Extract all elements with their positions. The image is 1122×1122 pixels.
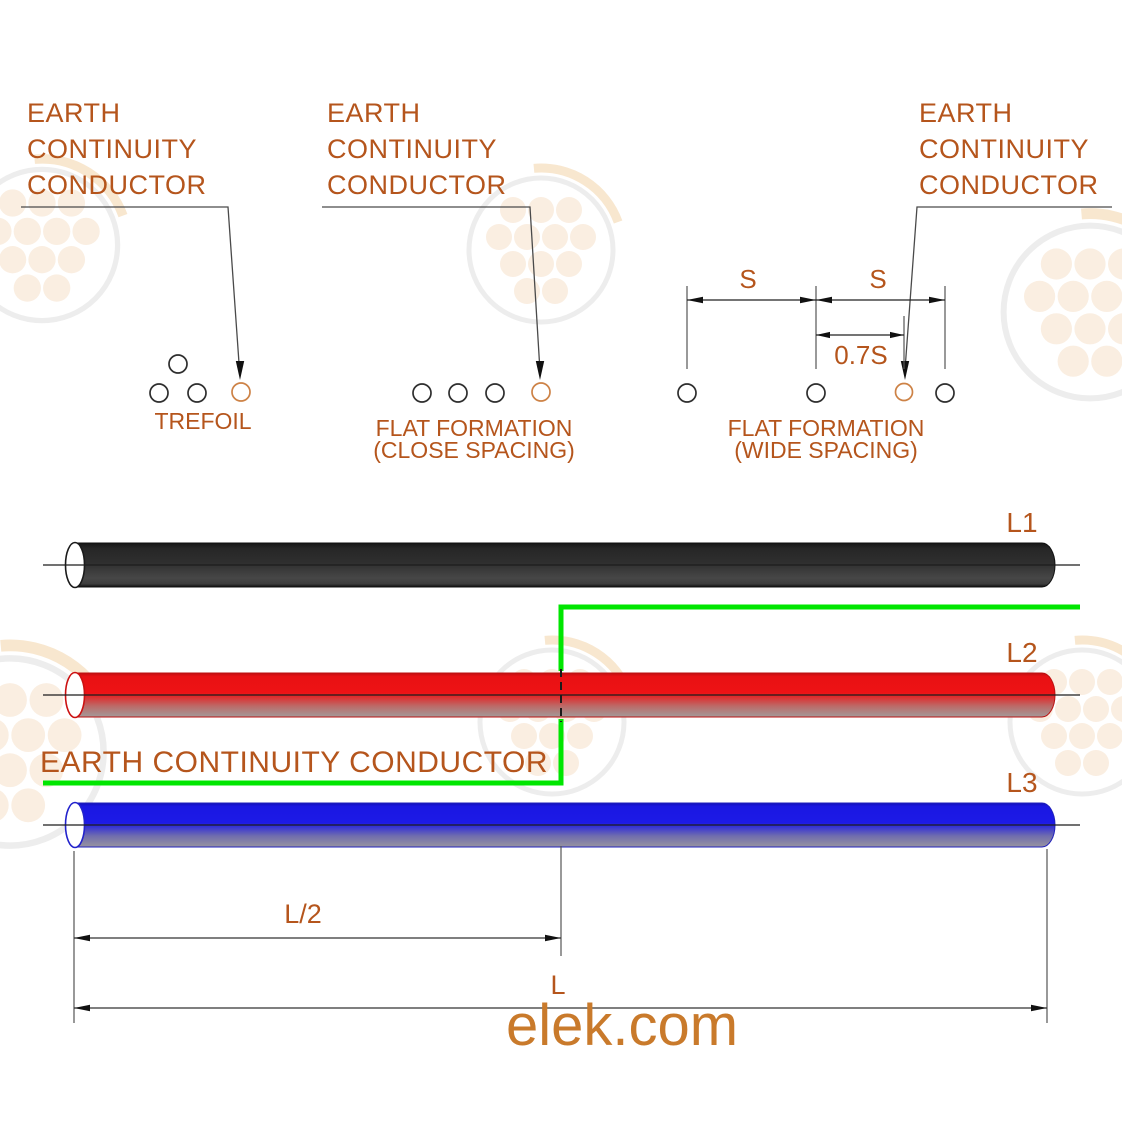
phase-conductor-circle: [677, 383, 697, 403]
phase-l1-label: L1: [1006, 507, 1038, 538]
brand-watermark: elek.com: [506, 993, 739, 1058]
ecc-run-lower: [43, 719, 564, 786]
trefoil-formation: [149, 354, 251, 403]
ecc-label-line: CONDUCTOR: [27, 170, 207, 200]
phase-conductor-circle: [806, 383, 826, 403]
flat-close-caption-line1: FLAT FORMATION: [375, 415, 573, 441]
dim-full-length-label: L: [550, 970, 566, 1000]
ecc-label-line: CONTINUITY: [27, 134, 197, 164]
ecc-leader-flat-close: [322, 206, 541, 364]
ecc-label-flat-wide: EARTH CONTINUITY CONDUCTOR: [919, 95, 1099, 203]
ecc-label-flat-close: EARTH CONTINUITY CONDUCTOR: [327, 95, 507, 203]
ecc-label-line: CONDUCTOR: [327, 170, 507, 200]
spacing-dimension-arrowheads: [687, 296, 945, 339]
cable-l3: [43, 801, 1080, 849]
earth-conductor-circle: [531, 382, 551, 402]
ecc-label-line: EARTH: [327, 98, 421, 128]
length-dimension-lines: [74, 937, 1047, 1009]
phase-conductor-circle: [412, 383, 432, 403]
ecc-run-label: EARTH CONTINUITY CONDUCTOR: [40, 746, 549, 779]
dim-half-length-label: L/2: [284, 899, 322, 929]
flat-close-caption: FLAT FORMATION (CLOSE SPACING): [373, 415, 575, 463]
phase-conductor-circle: [448, 383, 468, 403]
ecc-run-upper: [558, 604, 1080, 671]
ecc-leader-arrowheads: [235, 361, 910, 380]
phase-conductor-circle: [485, 383, 505, 403]
flat-close-formation: [412, 382, 551, 403]
phase-conductor-circle: [187, 383, 207, 403]
ecc-label-line: CONTINUITY: [919, 134, 1089, 164]
ecc-label-line: CONDUCTOR: [919, 170, 1099, 200]
spacing-dimension-lines: [687, 299, 945, 336]
phase-conductor-circle: [935, 383, 955, 403]
phase-conductor-circle: [149, 383, 169, 403]
cable-l2: [43, 671, 1080, 719]
dim-07s-label: 0.7S: [834, 340, 888, 370]
cable-l1: [43, 541, 1080, 589]
ecc-leader-flat-wide: [904, 206, 1112, 364]
dim-s-right-label: S: [869, 264, 887, 294]
length-dimension-arrowheads: [74, 934, 1047, 1012]
dim-s-left-label: S: [739, 264, 757, 294]
earth-conductor-circle: [894, 382, 914, 402]
flat-wide-formation: [677, 382, 955, 403]
phase-conductor-circle: [168, 354, 188, 374]
earth-continuity-conductor-run: [43, 604, 1080, 786]
flat-close-caption-line2: (CLOSE SPACING): [373, 437, 575, 463]
ecc-label-trefoil: EARTH CONTINUITY CONDUCTOR: [27, 95, 207, 203]
ecc-label-line: EARTH: [919, 98, 1013, 128]
flat-wide-caption-line1: FLAT FORMATION: [727, 415, 925, 441]
flat-wide-caption-line2: (WIDE SPACING): [734, 437, 918, 463]
trefoil-caption: TREFOIL: [154, 408, 252, 434]
earth-conductor-circle: [231, 382, 251, 402]
ecc-label-line: EARTH: [27, 98, 121, 128]
flat-wide-caption: FLAT FORMATION (WIDE SPACING): [727, 415, 925, 463]
phase-l3-label: L3: [1006, 767, 1038, 798]
ecc-label-line: CONTINUITY: [327, 134, 497, 164]
phase-l2-label: L2: [1006, 637, 1038, 668]
ecc-leader-lines: [21, 206, 1112, 364]
ecc-leader-trefoil: [21, 206, 240, 364]
